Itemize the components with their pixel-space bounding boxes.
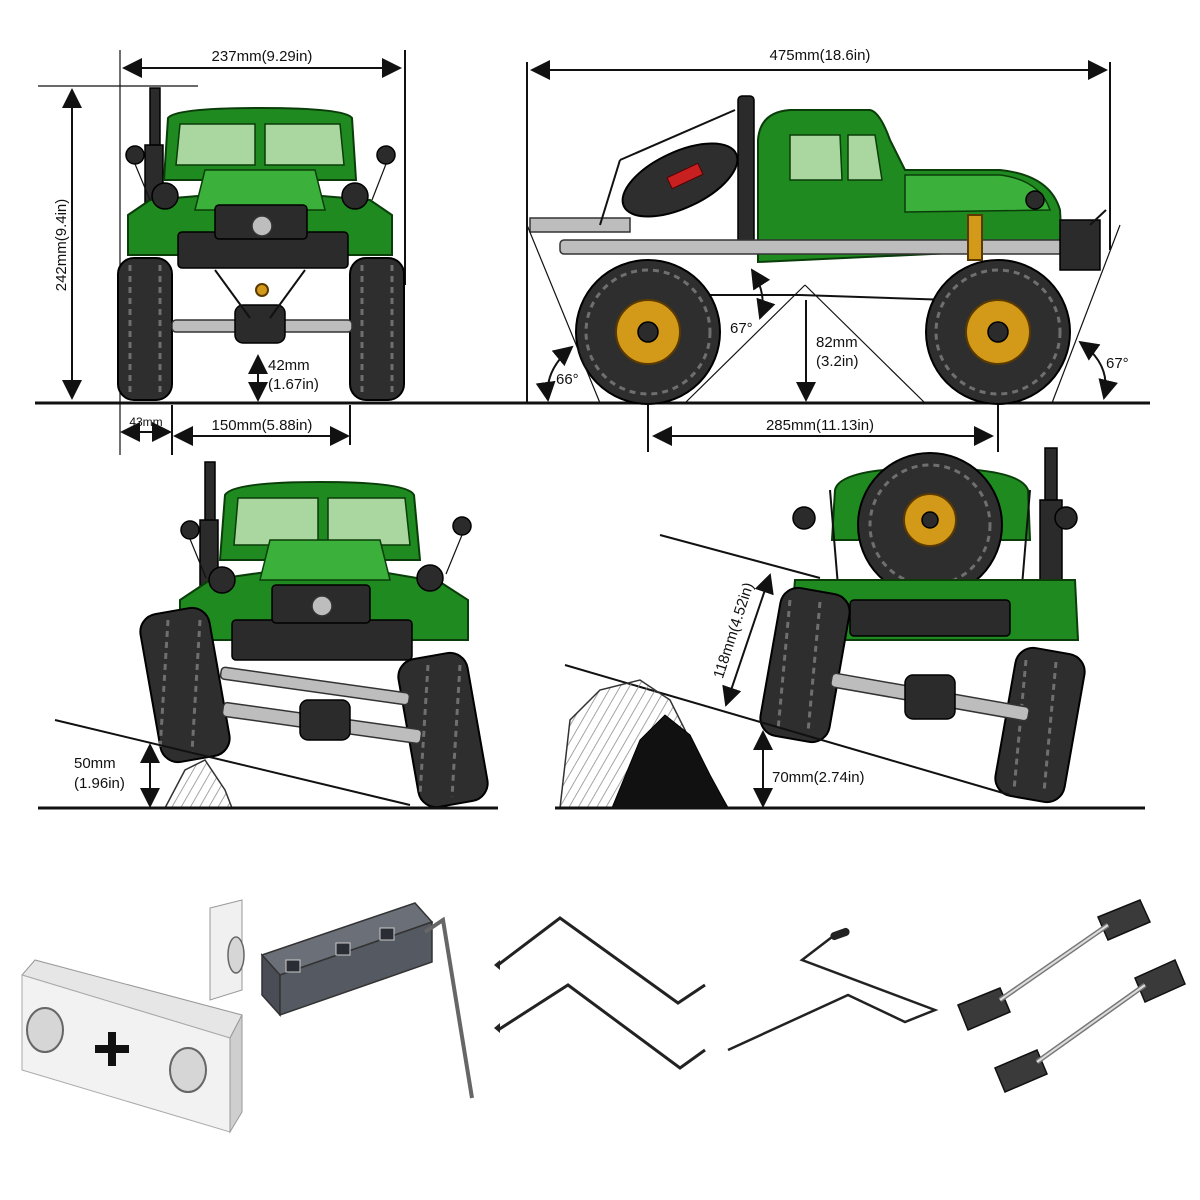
front-view-truck xyxy=(117,87,405,401)
flex-front-diagram: 50mm (1.96in) xyxy=(38,461,498,810)
side-view-truck xyxy=(529,95,1107,405)
belly-clearance-inches: (3.2in) xyxy=(816,353,859,370)
departure-angle-label: 67° xyxy=(1106,355,1129,372)
approach-angle-label: 66° xyxy=(556,371,579,388)
breakover-angle-label: 67° xyxy=(730,320,753,337)
wheelbase-label: 285mm(11.13in) xyxy=(766,417,874,434)
accessory-mounting-plate xyxy=(21,899,245,1134)
track-width-label: 150mm(5.88in) xyxy=(212,417,313,434)
front-clearance-label: 42mm xyxy=(268,357,310,374)
tire-width-label: 43mm xyxy=(129,415,162,429)
front-height-label: 242mm(9.4in) xyxy=(53,199,70,292)
accessory-switch-bar xyxy=(260,902,474,1099)
belly-clearance-label: 82mm xyxy=(816,334,858,351)
obstacle-height-label: 50mm xyxy=(74,755,116,772)
accessory-antenna-wire xyxy=(727,927,939,1052)
accessory-bent-rods xyxy=(494,916,706,1070)
side-length-label: 475mm(18.6in) xyxy=(770,47,871,64)
front-width-label: 237mm(9.29in) xyxy=(212,48,313,65)
flex-front-truck xyxy=(139,461,489,809)
accessory-link-bars xyxy=(957,899,1186,1093)
rock-height-label: 70mm(2.74in) xyxy=(772,769,865,786)
flex-rear-diagram: 118mm(4.52in) 70mm(2.74in) xyxy=(555,447,1145,810)
obstacle-height-inches: (1.96in) xyxy=(74,775,125,792)
front-view-diagram: 237mm(9.29in) 242mm(9.4in) 42mm (1.67in)… xyxy=(38,48,406,455)
flex-rear-truck xyxy=(759,447,1086,804)
front-clearance-inches: (1.67in) xyxy=(268,376,319,393)
side-view-diagram: 475mm(18.6in) xyxy=(526,47,1129,452)
